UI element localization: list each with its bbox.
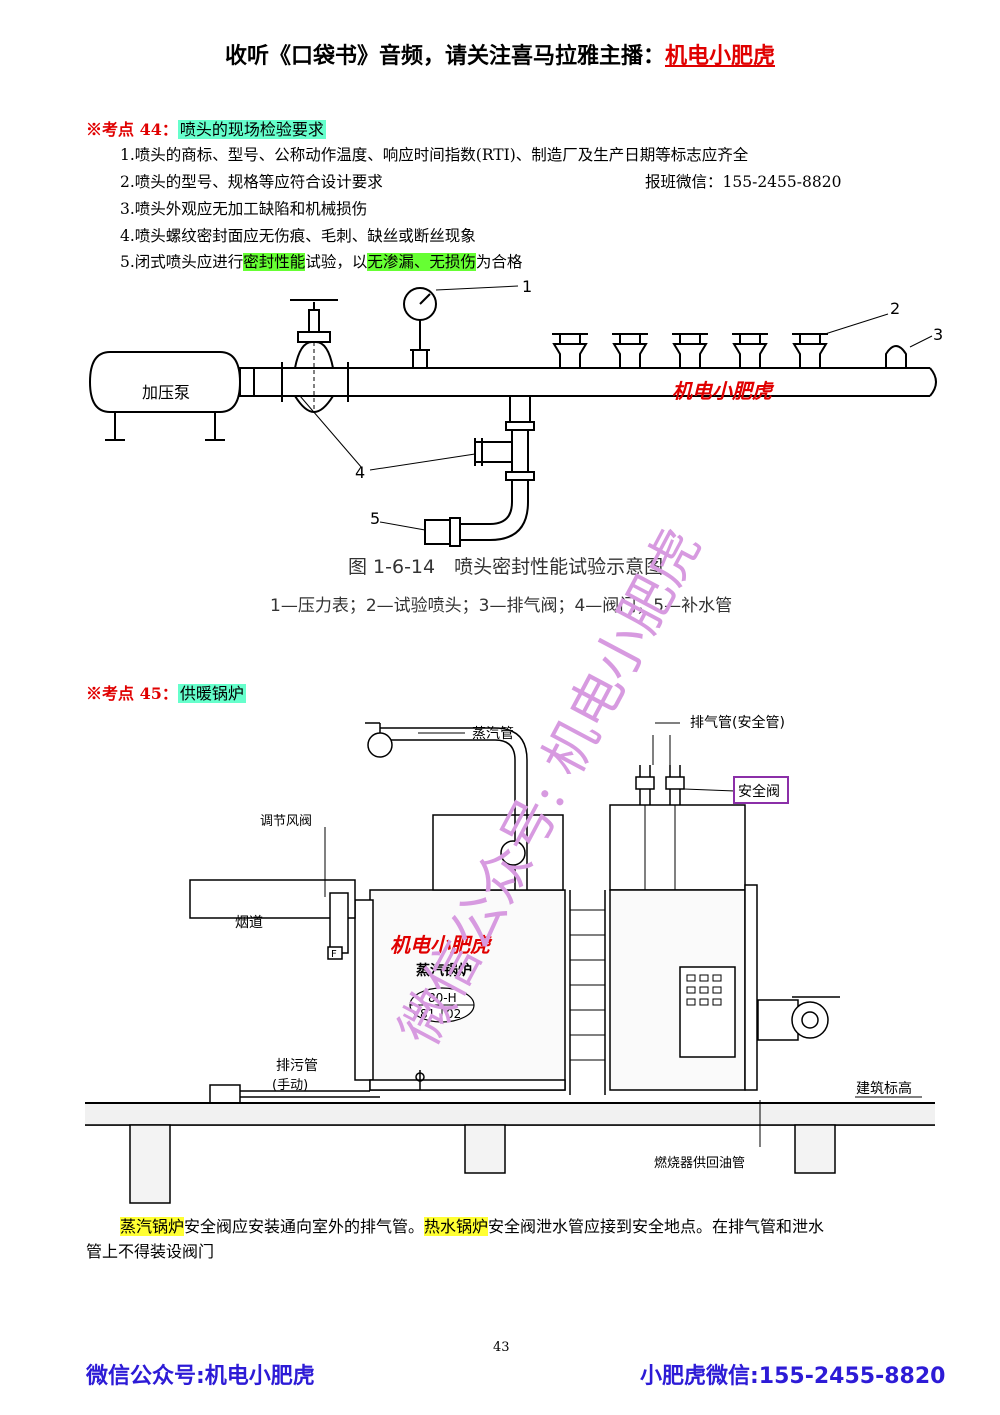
burner-shape (791, 1001, 829, 1039)
header-brand-link[interactable]: 机电小肥虎 (665, 43, 776, 69)
callout-2: 2 (890, 299, 900, 318)
para-highlight-hotwater: 热水锅炉 (424, 1217, 489, 1236)
boiler-brand-watermark: 机电小肥虎 (390, 933, 493, 957)
pump-tank-shape (88, 351, 242, 413)
footer-left: 微信公众号:机电小肥虎 (86, 1364, 315, 1389)
steam-boiler-diagram: 蒸汽管 排气管(安全管) 安全阀 调节风阀 烟道 F 机电小肥虎 蒸汽锅炉 80… (85, 714, 935, 1204)
callout-4: 4 (355, 463, 365, 482)
label-safety-valve: 安全阀 (738, 783, 780, 800)
figure-legend: 1—压力表；2—试验喷头；3—排气阀；4—阀门；5—补水管 (270, 596, 733, 616)
test-sprinkler-shapes (552, 333, 828, 369)
header-text: 收听《口袋书》音频，请关注喜马拉雅主播： (224, 43, 665, 69)
contact-text: 报班微信：155-2455-8820 (645, 173, 842, 191)
boiler-body-shape (369, 889, 566, 1091)
figure-brand-watermark: 机电小肥虎 (672, 379, 775, 403)
section44-marker: ※考点 44： (86, 120, 178, 139)
label-fuel-pipe: 燃烧器供回油管 (654, 1155, 745, 1171)
section45-marker: ※考点 45： (86, 684, 178, 703)
label-building-level: 建筑标高 (856, 1080, 912, 1097)
label-f-mark: F (331, 949, 337, 960)
pump-label: 加压泵 (142, 383, 190, 402)
section44-item-1: 1.喷头的商标、型号、公称动作温度、响应时间指数(RTI)、制造厂及生产日期等标… (120, 146, 749, 164)
section44-title: 喷头的现场检验要求 (177, 120, 326, 139)
label-exhaust-pipe: 排气管(安全管) (690, 714, 785, 731)
label-damper: 调节风阀 (260, 814, 312, 829)
model-bottom-left: 81 (420, 1007, 435, 1021)
control-panel-shape (679, 966, 736, 1058)
vent-valve-shape (885, 345, 907, 369)
section44-heading: ※考点 44：喷头的现场检验要求 (86, 116, 326, 140)
item5-part-c: 试验，以 (305, 253, 368, 271)
model-top: 80-H (428, 991, 457, 1005)
item5-highlight-pass: 无渗漏、无损伤 (367, 253, 476, 271)
sprinkler-test-diagram: 加压泵 机电小肥虎 1 2 3 4 5 (88, 277, 943, 547)
section44-item-4: 4.喷头螺纹密封面应无伤痕、毛刺、缺丝或断丝现象 (120, 227, 476, 245)
label-blowdown: 排污管 (276, 1058, 318, 1074)
section45-paragraph: 蒸汽锅炉安全阀应安装通向室外的排气管。热水锅炉安全阀泄水管应接到安全地点。在排气… (86, 1214, 926, 1264)
para-part-d: 安全阀泄水管应接到安全地点。在排气管和泄水 (488, 1217, 825, 1236)
callout-3: 3 (933, 325, 943, 344)
page-header: 收听《口袋书》音频，请关注喜马拉雅主播：机电小肥虎 (0, 38, 1000, 70)
safety-valve-box (733, 776, 789, 804)
model-bottom-right: 02 (446, 1007, 461, 1021)
figure-caption: 图 1-6-14 喷头密封性能试验示意图 (348, 556, 664, 578)
label-manual: (手动) (272, 1078, 308, 1093)
section45-heading: ※考点 45：供暖锅炉 (86, 680, 246, 704)
item5-part-a: 5.闭式喷头应进行 (120, 253, 244, 271)
para-part-b: 安全阀应安装通向室外的排气管。 (184, 1217, 425, 1236)
item5-highlight-seal: 密封性能 (243, 253, 306, 271)
section45-title: 供暖锅炉 (177, 684, 246, 703)
section44-item-3: 3.喷头外观应无加工缺陷和机械损伤 (120, 200, 368, 218)
callout-5: 5 (370, 509, 380, 528)
callout-1: 1 (522, 277, 532, 296)
label-steam-boiler: 蒸汽锅炉 (416, 962, 472, 979)
item5-part-e: 为合格 (475, 253, 523, 271)
label-steam-pipe: 蒸汽管 (472, 726, 514, 742)
page-number: 43 (493, 1340, 510, 1355)
footer-right: 小肥虎微信:155-2455-8820 (640, 1364, 946, 1389)
para-part-e: 管上不得装设阀门 (86, 1242, 215, 1261)
para-highlight-steam: 蒸汽锅炉 (120, 1217, 185, 1236)
section44-item-2: 2.喷头的型号、规格等应符合设计要求 (120, 173, 383, 191)
label-flue: 烟道 (235, 915, 263, 931)
section44-item-5: 5.闭式喷头应进行密封性能试验，以无渗漏、无损伤为合格 (120, 250, 522, 272)
